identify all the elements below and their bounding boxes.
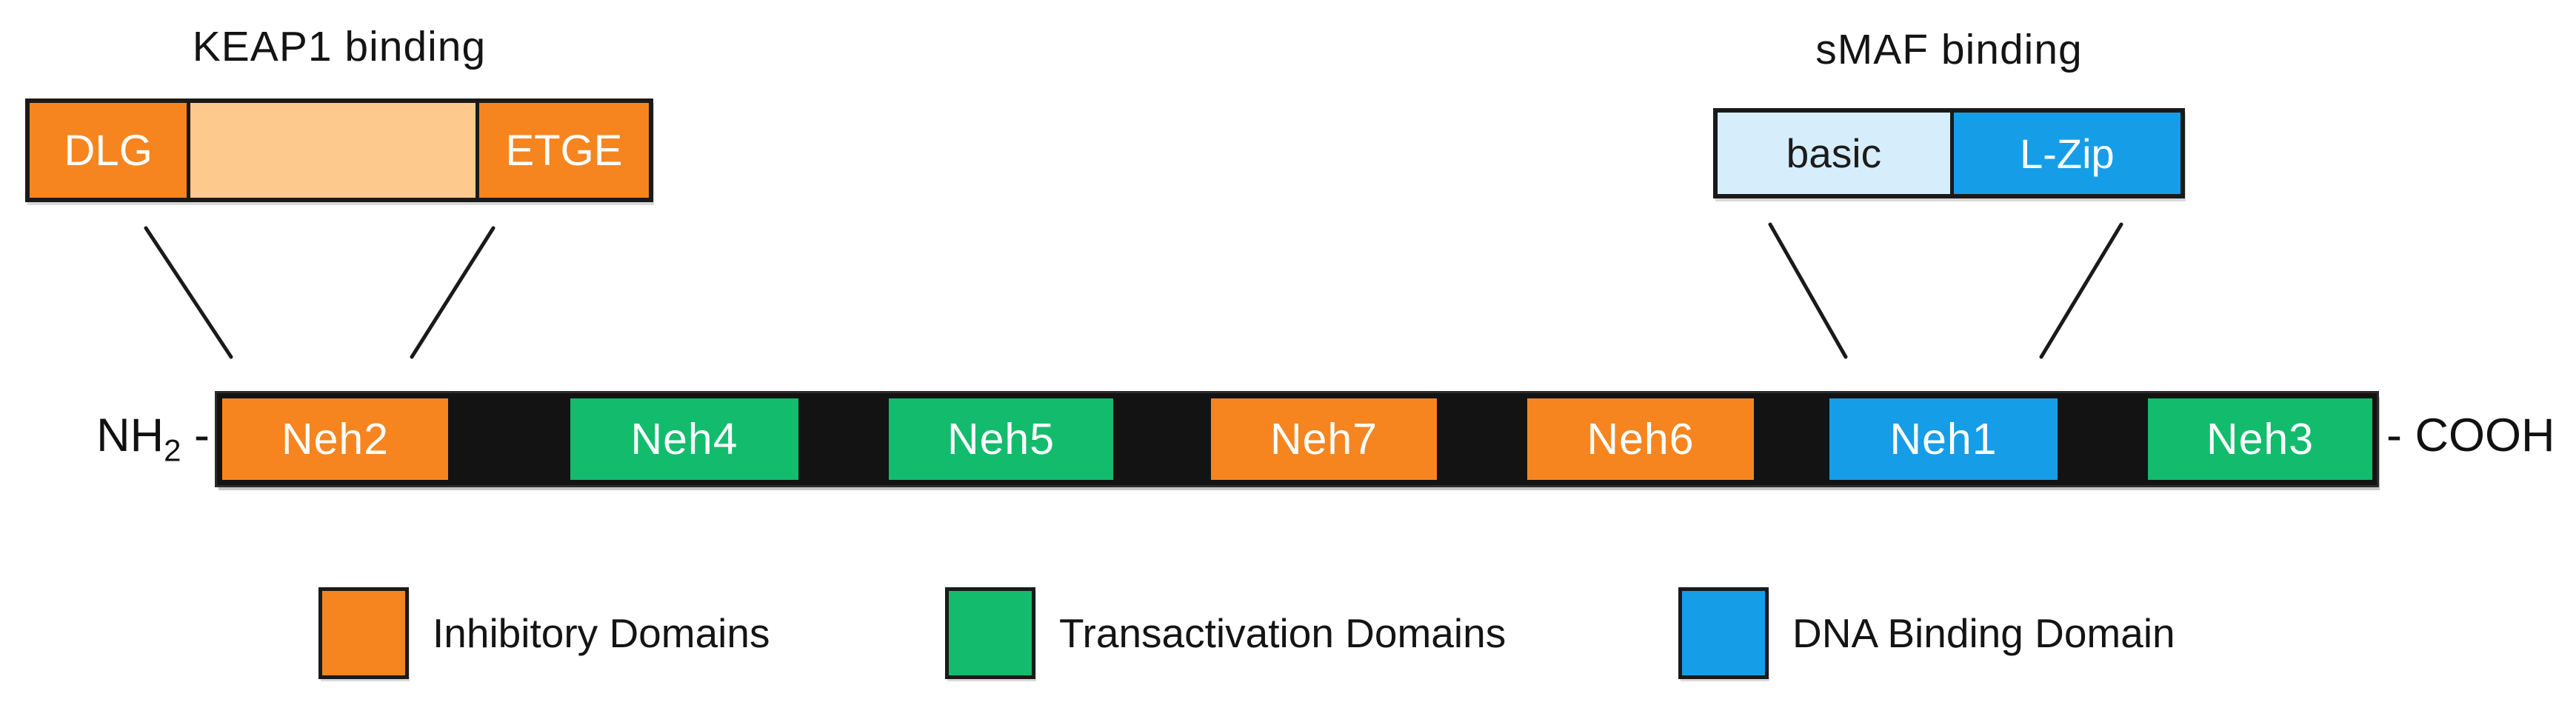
- n-terminus-text: NH: [96, 410, 164, 461]
- smaf-connector-right-line: [2039, 222, 2123, 359]
- protein-backbone-bar: Neh2 Neh4 Neh5 Neh7 Neh6 Neh1 Neh3: [215, 391, 2379, 487]
- keap1-connector-right-line: [410, 226, 495, 359]
- domain-neh7: Neh7: [1211, 398, 1437, 480]
- inhibitory-color-swatch: [318, 587, 409, 679]
- legend-label-dna-binding: DNA Binding Domain: [1792, 610, 2175, 656]
- domain-neh4: Neh4: [570, 398, 798, 480]
- c-terminus-text: COOH: [2415, 410, 2555, 461]
- domain-neh6: Neh6: [1527, 398, 1754, 480]
- etge-motif-segment: ETGE: [475, 103, 649, 198]
- domain-neh1: Neh1: [1829, 398, 2058, 480]
- legend-item-inhibitory: Inhibitory Domains: [318, 587, 770, 679]
- domain-neh2: Neh2: [222, 398, 448, 480]
- n-terminus-label: NH2 -: [0, 409, 210, 469]
- dlg-motif-segment: DLG: [30, 103, 191, 198]
- legend-label-inhibitory: Inhibitory Domains: [433, 610, 770, 656]
- n-terminus-subscript: 2: [164, 432, 181, 468]
- keap1-binding-title: KEAP1 binding: [192, 23, 487, 70]
- legend-label-transactivation: Transactivation Domains: [1059, 610, 1506, 656]
- c-terminus-bond: -: [2386, 410, 2402, 461]
- dna-binding-color-swatch: [1678, 587, 1769, 679]
- legend-item-transactivation: Transactivation Domains: [945, 587, 1506, 679]
- c-terminus-label: - COOH: [2386, 409, 2555, 462]
- smaf-binding-title: sMAF binding: [1815, 26, 2083, 73]
- domain-neh5: Neh5: [889, 398, 1113, 480]
- legend-item-dna-binding: DNA Binding Domain: [1678, 587, 2175, 679]
- n-terminus-bond: -: [194, 410, 210, 461]
- transactivation-color-swatch: [945, 587, 1035, 679]
- smaf-binding-box: basic L-Zip: [1713, 108, 2185, 198]
- keap1-linker-segment: [190, 103, 476, 198]
- keap1-binding-box: DLG ETGE: [25, 98, 653, 202]
- smaf-connector-left-line: [1768, 222, 1848, 359]
- keap1-connector-left-line: [144, 226, 233, 359]
- domain-neh3: Neh3: [2148, 398, 2372, 480]
- lzip-region-segment: L-Zip: [1953, 113, 2180, 194]
- basic-region-segment: basic: [1718, 113, 1954, 194]
